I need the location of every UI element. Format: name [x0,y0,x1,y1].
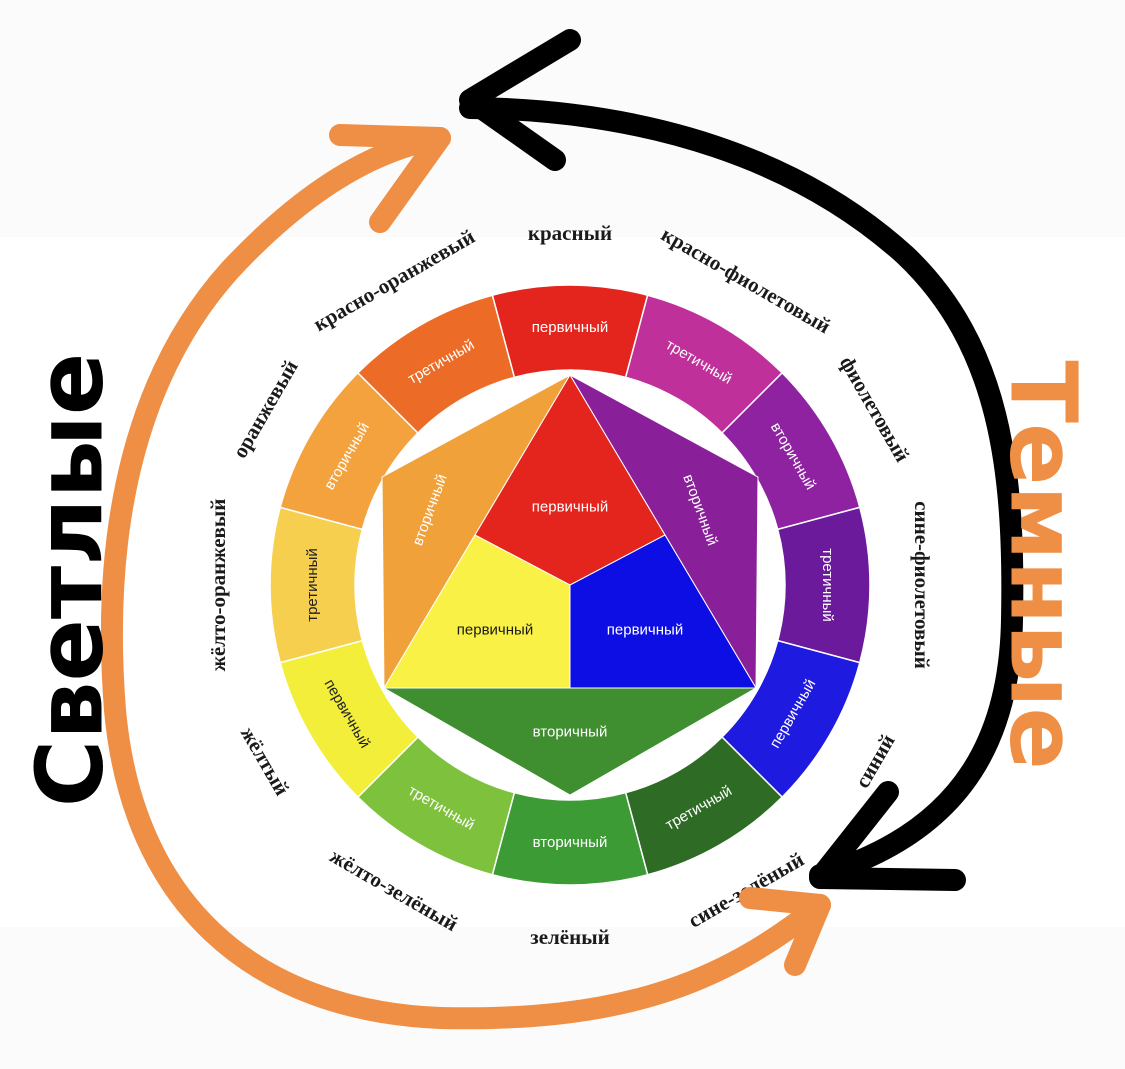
dark-arrow-head-bottom [809,781,966,891]
color-name-label: жёлто-оранжевый [206,499,230,672]
light-arrow-head-top [329,124,451,233]
dark-arrow-head-top [459,29,581,171]
inner-region-label: первичный [457,622,533,639]
light-colors-label: Светлые [17,353,124,807]
inner-blue-region [569,534,757,689]
color-name-label: сине-фиолетовый [910,501,934,669]
ring-segment [356,294,516,435]
inner-region-label: вторичный [533,724,608,741]
dark-colors-label: Темные [990,360,1097,770]
light-arrow-curve [100,127,831,1030]
dark-arrow-curve [459,97,1024,886]
color-name-label: жёлтый [236,722,294,799]
light-direction-arrow [100,124,831,1030]
color-name-label: оранжевый [228,356,303,462]
ring-segment-label: вторичный [533,834,608,851]
color-name-label: жёлто-зелёный [326,844,462,936]
color-name-label: зелёный [530,925,609,949]
ring-segment-label: третичный [304,548,321,622]
outer-ring: первичный третичный вторичный третичный перв… [269,284,871,886]
ring-segment-label: третичный [819,548,836,622]
inner-region-label: первичный [532,499,608,516]
ring-segment-label: первичный [532,319,608,336]
color-name-label: красный [528,221,612,245]
inner-region-label: первичный [607,622,683,639]
light-arrow-head-bottom [739,887,831,976]
color-name-label: фиолетовый [835,352,915,466]
dark-direction-arrow [459,29,1024,891]
